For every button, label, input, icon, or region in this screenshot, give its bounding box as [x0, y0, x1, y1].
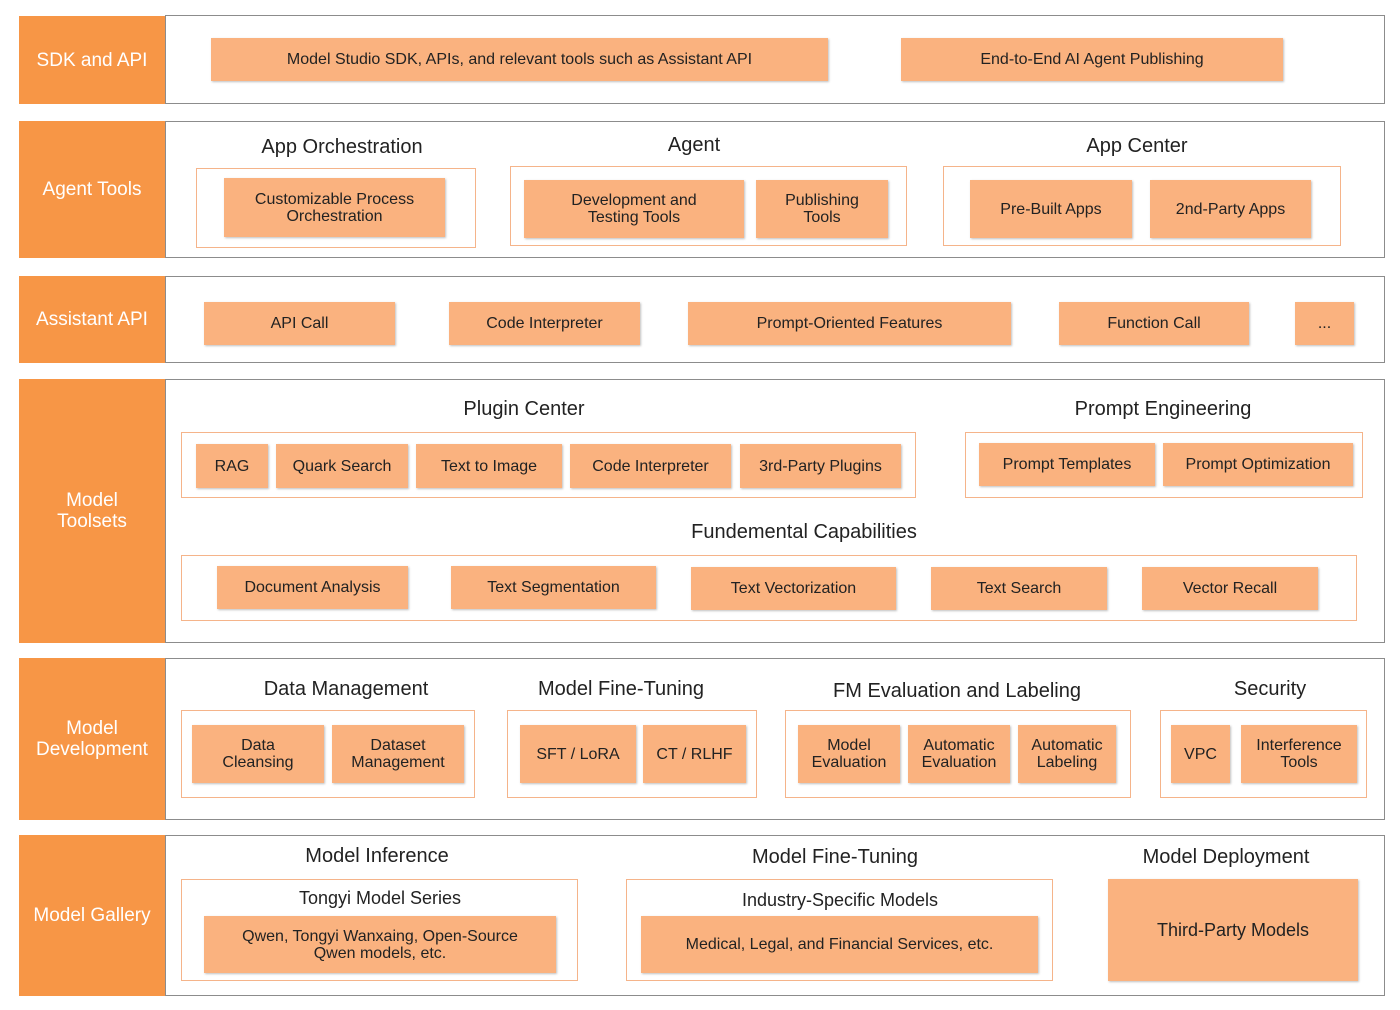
box-plugin-code-interpreter: Code Interpreter	[570, 444, 731, 488]
box-pre-built-apps: Pre-Built Apps	[970, 180, 1132, 238]
box-function-call: Function Call	[1059, 302, 1249, 345]
box-dataset-management: Dataset Management	[332, 725, 464, 783]
box-sft-lora: SFT / LoRA	[520, 725, 636, 783]
box-vpc: VPC	[1171, 725, 1230, 783]
box-dev-testing-tools: Development and Testing Tools	[524, 180, 744, 238]
box-interference-tools: Interference Tools	[1241, 725, 1357, 783]
box-automatic-labeling: Automatic Labeling	[1018, 725, 1116, 783]
box-prompt-templates: Prompt Templates	[979, 443, 1155, 486]
layer-label-assistant-api: Assistant API	[19, 276, 165, 363]
box-text-vectorization: Text Vectorization	[691, 567, 896, 610]
group-title-prompt-engineering: Prompt Engineering	[1074, 398, 1252, 420]
box-industry-services: Medical, Legal, and Financial Services, …	[641, 916, 1038, 973]
group-title-data-management: Data Management	[263, 678, 429, 700]
layer-label-model-gallery: Model Gallery	[19, 835, 165, 996]
group-title-app-center: App Center	[1086, 135, 1188, 157]
box-process-orchestration: Customizable Process Orchestration	[224, 178, 445, 237]
group-title-app-orchestration: App Orchestration	[261, 136, 423, 158]
box-document-analysis: Document Analysis	[217, 566, 408, 609]
subtitle-industry-specific-models: Industry-Specific Models	[741, 890, 939, 910]
layer-label-model-development: Model Development	[19, 658, 165, 820]
box-text-search: Text Search	[931, 567, 1107, 610]
box-api-call: API Call	[204, 302, 395, 345]
box-prompt-oriented-features: Prompt-Oriented Features	[688, 302, 1011, 345]
box-data-cleansing: Data Cleansing	[192, 725, 324, 783]
group-title-plugin-center: Plugin Center	[463, 398, 585, 420]
group-title-gallery-fine-tuning: Model Fine-Tuning	[751, 846, 918, 868]
box-model-studio-sdk: Model Studio SDK, APIs, and relevant too…	[211, 38, 828, 81]
group-title-agent: Agent	[667, 134, 721, 156]
box-vector-recall: Vector Recall	[1142, 567, 1318, 610]
box-publishing-tools: Publishing Tools	[756, 180, 888, 238]
box-text-to-image: Text to Image	[416, 444, 562, 488]
group-title-fundamental-capabilities: Fundemental Capabilities	[691, 521, 917, 543]
group-title-fm-evaluation: FM Evaluation and Labeling	[833, 680, 1081, 702]
box-agent-publishing: End-to-End AI Agent Publishing	[901, 38, 1283, 81]
box-ct-rlhf: CT / RLHF	[643, 725, 746, 783]
subtitle-tongyi-model-series: Tongyi Model Series	[298, 888, 462, 908]
box-code-interpreter: Code Interpreter	[449, 302, 640, 345]
box-2nd-party-apps: 2nd-Party Apps	[1150, 180, 1311, 238]
group-title-model-fine-tuning: Model Fine-Tuning	[537, 678, 704, 700]
box-quark-search: Quark Search	[276, 444, 408, 488]
box-text-segmentation: Text Segmentation	[451, 566, 656, 609]
group-title-model-inference: Model Inference	[305, 845, 449, 867]
box-3rd-party-plugins: 3rd-Party Plugins	[740, 444, 901, 488]
layer-label-model-toolsets: Model Toolsets	[19, 379, 165, 643]
layer-label-agent-tools: Agent Tools	[19, 121, 165, 258]
box-automatic-evaluation: Automatic Evaluation	[908, 725, 1010, 783]
box-model-evaluation: Model Evaluation	[798, 725, 900, 783]
group-title-security: Security	[1233, 678, 1307, 700]
box-third-party-models: Third-Party Models	[1108, 879, 1358, 981]
box-prompt-optimization: Prompt Optimization	[1163, 443, 1353, 486]
layer-label-sdk-api: SDK and API	[19, 16, 165, 104]
box-rag: RAG	[196, 444, 268, 488]
box-qwen-models: Qwen, Tongyi Wanxaing, Open-Source Qwen …	[204, 916, 556, 973]
group-title-model-deployment: Model Deployment	[1142, 846, 1310, 868]
box-ellipsis: ...	[1295, 302, 1354, 345]
